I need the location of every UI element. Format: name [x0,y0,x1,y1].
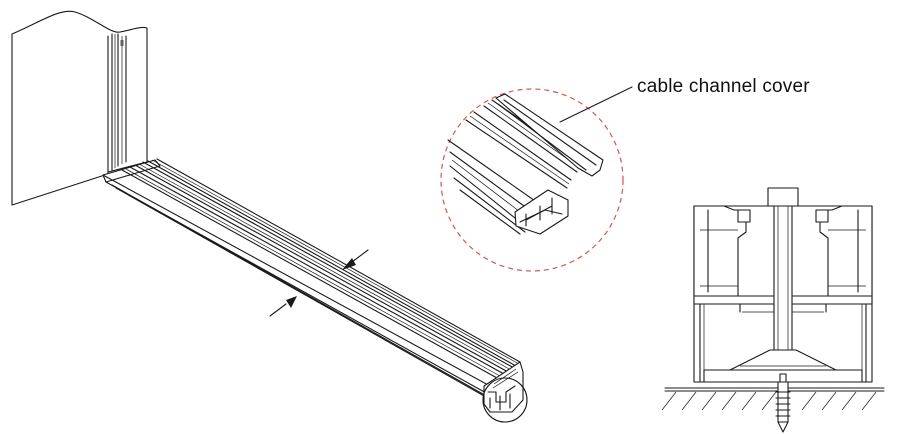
magnifier-detail [440,86,633,272]
push-arrow-upper [342,249,369,270]
leader-line [559,86,633,123]
floor-cable-channel [102,158,528,423]
callout-label: cable channel cover [637,76,810,97]
section-view [661,187,885,433]
push-arrow-lower [269,296,297,317]
wall-panel [11,10,148,206]
magnifier-circle [440,88,624,272]
